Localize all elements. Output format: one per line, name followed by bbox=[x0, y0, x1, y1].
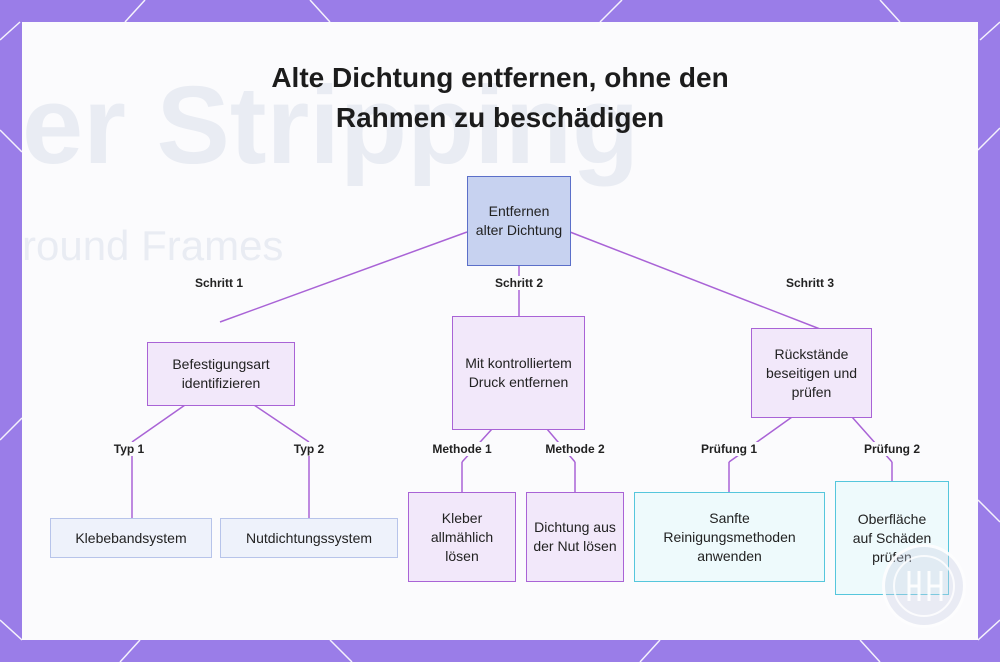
diagram-title: Alte Dichtung entfernen, ohne den Rahmen… bbox=[22, 58, 978, 138]
leaf-kleber-loesen: Kleber allmählich lösen bbox=[408, 492, 516, 582]
leaf-nutdichtungssystem: Nutdichtungssystem bbox=[220, 518, 398, 558]
edge-label-methode-1: Methode 1 bbox=[430, 442, 494, 456]
edge-label-schritt-2: Schritt 2 bbox=[492, 276, 546, 290]
step-1-node: Befestigungsart identifizieren bbox=[147, 342, 295, 406]
step-2-node: Mit kontrolliertem Druck entfernen bbox=[452, 316, 585, 430]
connector-lines bbox=[131, 231, 893, 518]
leaf-klebebandsystem: Klebebandsystem bbox=[50, 518, 212, 558]
edge-label-schritt-3: Schritt 3 bbox=[783, 276, 837, 290]
background-text-2: round Frames bbox=[22, 222, 284, 269]
leaf-sanfte-reinigung: Sanfte Reinigungsmethoden anwenden bbox=[634, 492, 825, 582]
edge-label-schritt-1: Schritt 1 bbox=[192, 276, 246, 290]
background-text-1: er Stripping bbox=[22, 64, 640, 187]
edge-label-typ-1: Typ 1 bbox=[111, 442, 147, 456]
title-line-2: Rahmen zu beschädigen bbox=[335, 102, 665, 133]
watermark-logo-icon bbox=[882, 544, 966, 628]
edge-label-methode-2: Methode 2 bbox=[543, 442, 607, 456]
leaf-dichtung-nut-loesen: Dichtung aus der Nut lösen bbox=[526, 492, 624, 582]
root-node: Entfernen alter Dichtung bbox=[467, 176, 571, 266]
edge-label-pruefung-1: Prüfung 1 bbox=[699, 442, 759, 456]
title-line-1: Alte Dichtung entfernen, ohne den bbox=[271, 62, 729, 93]
edge-label-typ-2: Typ 2 bbox=[291, 442, 327, 456]
step-3-node: Rückstände beseitigen und prüfen bbox=[751, 328, 872, 418]
diagram-card: er Stripping round Frames Alte Dichtung … bbox=[22, 22, 978, 640]
edge-label-pruefung-2: Prüfung 2 bbox=[862, 442, 922, 456]
